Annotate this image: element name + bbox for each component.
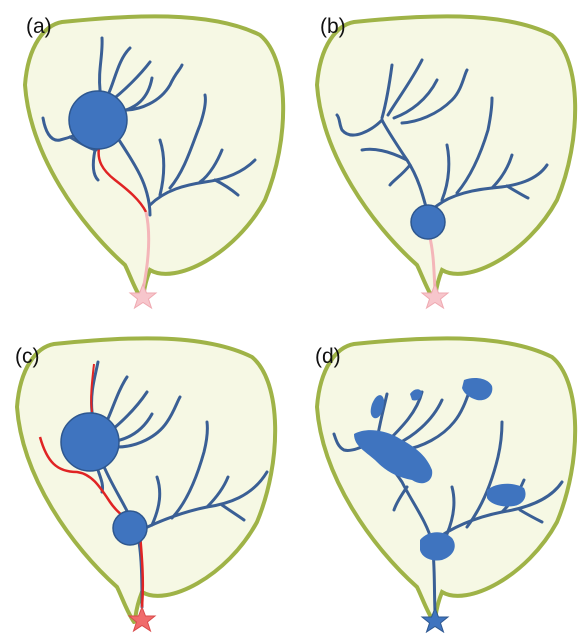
panel-d (317, 338, 575, 632)
storage-node-small (411, 205, 445, 239)
basin-outline (317, 338, 575, 622)
basin-outline (17, 338, 275, 622)
panel-label-d: (d) (315, 346, 341, 367)
storage-node-small (113, 511, 147, 545)
storage-node-large (61, 413, 119, 471)
panel-label-b: (b) (320, 16, 346, 37)
basin-outline (317, 16, 575, 300)
storage-node-large (69, 91, 127, 149)
panel-a (25, 16, 283, 308)
basin-outline (25, 16, 283, 300)
panel-c (17, 338, 275, 631)
panel-b (317, 16, 575, 308)
panel-label-c: (c) (15, 346, 40, 367)
storage-area (487, 484, 526, 507)
panel-label-a: (a) (26, 16, 52, 37)
